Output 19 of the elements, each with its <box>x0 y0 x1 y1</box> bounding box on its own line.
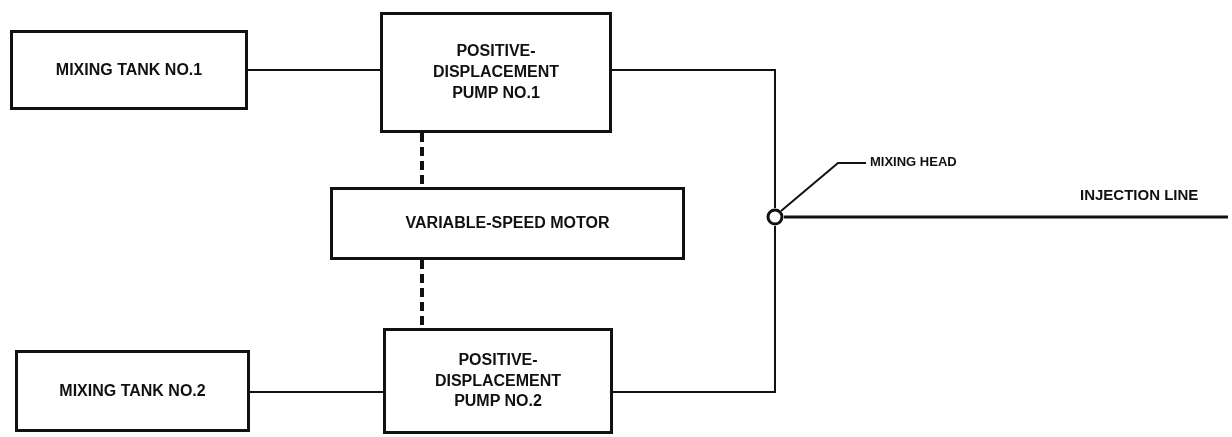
pipe-line <box>612 225 776 393</box>
process-box <box>380 12 612 133</box>
box-label: VARIABLE-SPEED MOTOR <box>405 213 610 234</box>
drive-link <box>420 133 424 187</box>
process-box <box>383 328 613 434</box>
box-label: POSITIVE-DISPLACEMENT PUMP NO.1 <box>431 41 561 103</box>
drive-link <box>420 260 424 328</box>
callout-label: MIXING HEAD <box>870 154 957 169</box>
leader-line <box>780 162 867 212</box>
pipe-line <box>247 69 381 71</box>
pipe-line <box>249 391 384 393</box>
pipe-line <box>611 69 776 209</box>
process-box <box>10 30 248 110</box>
pipe-line <box>784 215 1228 219</box>
box-label: MIXING TANK NO.1 <box>55 59 203 80</box>
box-label: POSITIVE-DISPLACEMENT PUMP NO.2 <box>433 349 563 412</box>
process-box <box>15 350 250 432</box>
process-box <box>330 187 685 260</box>
box-label: MIXING TANK NO.2 <box>59 380 206 401</box>
